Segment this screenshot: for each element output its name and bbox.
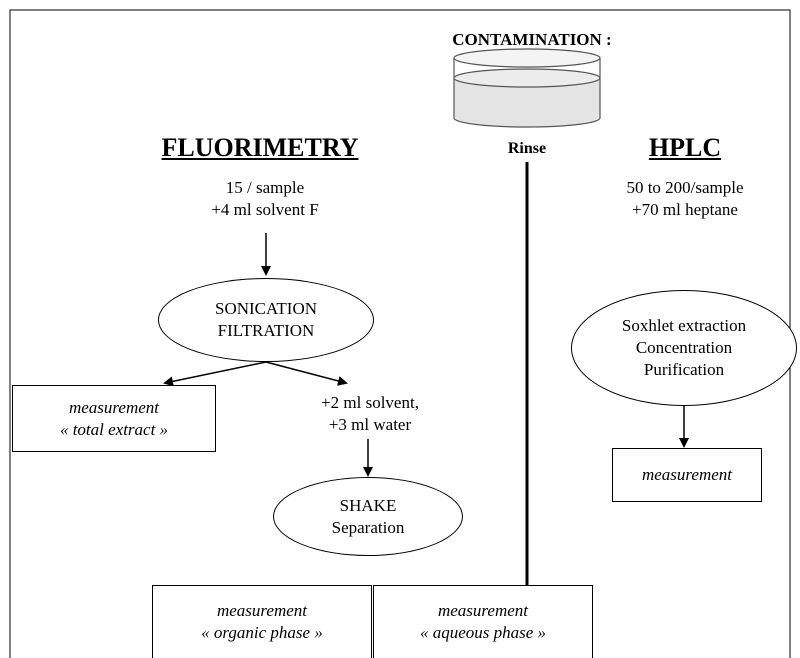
fluorimetry-line2: +4 ml solvent F — [211, 200, 319, 219]
fluorimetry-line1: 15 / sample — [225, 178, 305, 197]
solvent-water-line2: +3 ml water — [328, 415, 412, 434]
contamination-label: CONTAMINATION : — [452, 30, 612, 49]
hplc-line1: 50 to 200/sample — [626, 178, 744, 197]
arrow-to-solvent-water — [265, 361, 348, 386]
sonication-filtration-node: SONICATION FILTRATION — [158, 278, 374, 362]
rinse-label: Rinse — [507, 140, 547, 157]
soxhlet-line2: Concentration — [635, 338, 733, 357]
organic-line1: measurement — [216, 601, 307, 620]
organic-phase-box: measurement « organic phase » — [152, 585, 372, 658]
total-extract-line1: measurement — [68, 397, 159, 417]
sonication-label: SONICATION — [215, 299, 317, 318]
shake-label: SHAKE — [339, 495, 397, 515]
aqueous-line2: « aqueous phase » — [419, 623, 547, 642]
separation-label: Separation — [331, 517, 405, 537]
hplc-measurement-box: measurement — [612, 448, 762, 502]
organic-line2: « organic phase » — [201, 623, 323, 642]
filtration-label: FILTRATION — [217, 321, 315, 340]
solvent-water-note: +2 ml solvent, +3 ml water — [290, 392, 450, 436]
hplc-line2: +70 ml heptane — [632, 200, 738, 219]
total-extract-box: measurement « total extract » — [12, 385, 216, 452]
arrow-to-total-extract — [163, 361, 267, 387]
petri-dish-icon — [453, 48, 601, 128]
hplc-measurement-label: measurement — [641, 465, 732, 484]
soxhlet-line3: Purification — [643, 360, 725, 379]
aqueous-phase-box: measurement « aqueous phase » — [373, 585, 593, 658]
shake-separation-node: SHAKE Separation — [273, 477, 463, 556]
soxhlet-line1: Soxhlet extraction — [621, 316, 747, 335]
soxhlet-node: Soxhlet extraction Concentration Purific… — [571, 290, 797, 406]
total-extract-line2: « total extract » — [59, 419, 169, 439]
solvent-water-line1: +2 ml solvent, — [321, 393, 419, 412]
aqueous-line1: measurement — [437, 601, 528, 620]
fluorimetry-title: FLUORIMETRY — [161, 133, 359, 162]
hplc-title: HPLC — [648, 133, 722, 162]
